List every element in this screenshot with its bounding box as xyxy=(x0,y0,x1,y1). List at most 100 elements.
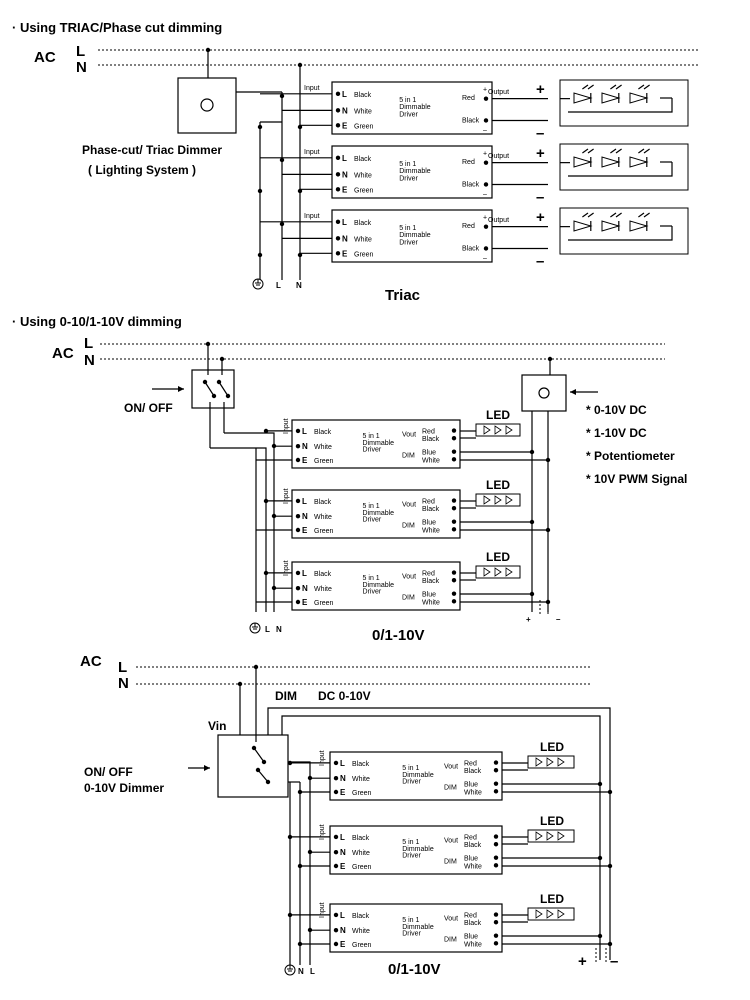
output-minus: – xyxy=(483,255,487,262)
caption-v010: 0/1-10V xyxy=(372,627,425,644)
junction-dot xyxy=(257,252,263,258)
junction-dot xyxy=(205,47,211,53)
ac-label: AC xyxy=(34,49,56,66)
dim-label: DIM xyxy=(402,452,415,459)
wire xyxy=(568,162,673,177)
arrow-right-icon xyxy=(178,386,184,392)
output-black: Black xyxy=(462,246,480,253)
output-plus-sign: + xyxy=(536,209,545,226)
wire xyxy=(568,98,673,113)
junction-dot xyxy=(335,251,341,256)
terminal-e: E xyxy=(342,185,348,194)
output-minus: – xyxy=(483,127,487,134)
vout-label: Vout xyxy=(444,763,458,770)
output-white: White xyxy=(464,863,482,870)
terminal-e: E xyxy=(302,598,308,607)
switch-label: ON/ OFF xyxy=(124,401,173,415)
vout-label: Vout xyxy=(402,431,416,438)
wire xyxy=(638,148,645,154)
output-black: Black xyxy=(422,436,440,443)
junction-dot xyxy=(263,428,269,434)
driver-title: 5 in 1 xyxy=(363,433,380,440)
diode-icon xyxy=(601,92,621,104)
terminal-color-black: Black xyxy=(352,761,370,768)
driver-title: Driver xyxy=(363,589,382,596)
on-off-switch-box xyxy=(191,369,235,409)
junction-dot xyxy=(265,779,271,785)
led-module-box xyxy=(559,207,689,255)
switch-label: ON/ OFF xyxy=(84,765,133,779)
diode-icon xyxy=(505,567,513,577)
input-label: Input xyxy=(283,418,290,434)
wire xyxy=(587,212,594,218)
terminal-e: E xyxy=(302,526,308,535)
terminal-l: L xyxy=(342,90,347,99)
diode-icon xyxy=(573,156,593,168)
line-l-label: L xyxy=(76,43,85,60)
driver-title: Driver xyxy=(402,853,421,860)
wire xyxy=(224,432,275,612)
terminal-n: N xyxy=(302,512,308,521)
driver-box xyxy=(291,489,461,539)
terminal-n: N xyxy=(302,442,308,451)
dim-label: DIM xyxy=(444,784,457,791)
output-black: Black xyxy=(462,182,480,189)
wire xyxy=(267,707,611,960)
junction-dot xyxy=(597,855,603,861)
input-label: Input xyxy=(319,902,326,918)
junction-dot xyxy=(295,570,301,576)
junction-dot xyxy=(333,849,339,855)
output-blue: Blue xyxy=(464,934,478,941)
terminal-l: L xyxy=(340,759,345,768)
junction-dot xyxy=(493,760,499,765)
section-heading-triac: · Using TRIAC/Phase cut dimming xyxy=(12,20,222,35)
wire xyxy=(615,212,622,218)
driver-title: Driver xyxy=(399,239,418,246)
driver-box xyxy=(329,825,503,875)
dimming-option-3: * Potentiometer xyxy=(586,449,675,463)
diode-icon xyxy=(535,909,543,919)
junction-dot xyxy=(451,578,457,583)
junction-dot xyxy=(335,236,341,241)
terminal-n: N xyxy=(340,774,346,783)
output-label: Output xyxy=(488,89,509,96)
junction-dot xyxy=(451,527,457,532)
junction-dot xyxy=(335,108,341,113)
diode-icon xyxy=(557,831,565,841)
output-red: Red xyxy=(462,159,475,166)
junction-dot xyxy=(333,789,339,795)
terminal-color-green: Green xyxy=(352,942,372,949)
driver-title: Dimmable xyxy=(402,924,434,931)
bottom-l-label: L xyxy=(276,281,281,290)
junction-dot xyxy=(297,941,303,947)
driver-title: 5 in 1 xyxy=(399,97,416,104)
output-red: Red xyxy=(464,835,477,842)
driver-title: 5 in 1 xyxy=(363,503,380,510)
junction-dot xyxy=(493,912,499,917)
output-label: Output xyxy=(488,217,509,224)
junction-dot xyxy=(607,789,613,795)
switch-sublabel: 0-10V Dimmer xyxy=(84,781,164,795)
dc-minus-label: – xyxy=(556,615,561,624)
junction-dot xyxy=(225,393,231,399)
wire xyxy=(210,447,267,612)
terminal-n: N xyxy=(342,234,348,243)
junction-dot xyxy=(451,506,457,511)
junction-dot xyxy=(297,789,303,795)
terminal-e: E xyxy=(342,121,348,130)
diode-icon xyxy=(546,757,554,767)
terminal-color-white: White xyxy=(354,172,372,179)
dc-label: DC 0-10V xyxy=(318,689,371,703)
junction-dot xyxy=(333,927,339,933)
driver-title: Dimmable xyxy=(363,582,395,589)
junction-dot xyxy=(307,849,313,855)
wire xyxy=(643,148,650,154)
vout-label: Vout xyxy=(402,501,416,508)
driver-box xyxy=(331,81,493,135)
wire xyxy=(582,84,589,90)
driver-title: 5 in 1 xyxy=(399,225,416,232)
vout-label: Vout xyxy=(444,915,458,922)
terminal-l: L xyxy=(302,427,307,436)
